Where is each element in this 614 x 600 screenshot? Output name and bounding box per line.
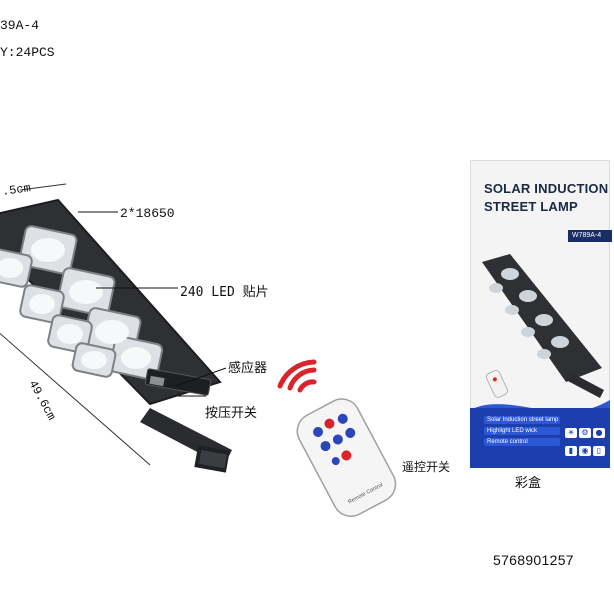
gear-icon: ⚙ — [579, 428, 591, 438]
box-feature-list: Solar Induction street lamp Highlight LE… — [484, 416, 560, 449]
box-icons: ☀⚙● ▮◉▯ — [564, 422, 610, 458]
box-title: SOLAR INDUCTION STREET LAMP — [484, 180, 614, 216]
quantity-text: Y:24PCS — [0, 45, 55, 60]
box-title-line1: SOLAR INDUCTION — [484, 181, 609, 196]
battery-label: 2*18650 — [120, 206, 175, 221]
box-feature-item: Highlight LED wick — [484, 427, 560, 435]
box-title-line2: STREET LAMP — [484, 199, 578, 214]
box-model-tag: W789A-4 — [568, 230, 612, 242]
press-switch-label: 按压开关 — [205, 406, 258, 421]
street-lamp-image — [0, 183, 232, 473]
mounting-bracket — [140, 408, 232, 473]
bulb-icon: ● — [593, 428, 605, 438]
box-lamp-illustration — [482, 254, 604, 398]
sensor-icon: ◉ — [579, 446, 591, 456]
sensor-box — [144, 368, 212, 396]
remote-control-image: Remote Control — [277, 359, 397, 517]
sensor-label: 感应器 — [228, 361, 268, 376]
box-feature-item: Solar Induction street lamp — [484, 416, 560, 424]
model-number: 39A-4 — [0, 18, 40, 33]
product-code: 5768901257 — [493, 552, 574, 568]
signal-waves-icon — [277, 359, 317, 393]
product-box-image: SOLAR INDUCTION STREET LAMP W789A-4 Sola… — [470, 160, 612, 468]
remote-icon: ▯ — [593, 446, 605, 456]
battery-icon: ▮ — [565, 446, 577, 456]
box-caption: 彩盒 — [515, 476, 542, 491]
sun-icon: ☀ — [565, 428, 577, 438]
led-label: 240 LED 贴片 — [180, 285, 269, 300]
remote-caption: 遥控开关 — [402, 460, 451, 474]
box-feature-item: Remote control — [484, 438, 560, 446]
